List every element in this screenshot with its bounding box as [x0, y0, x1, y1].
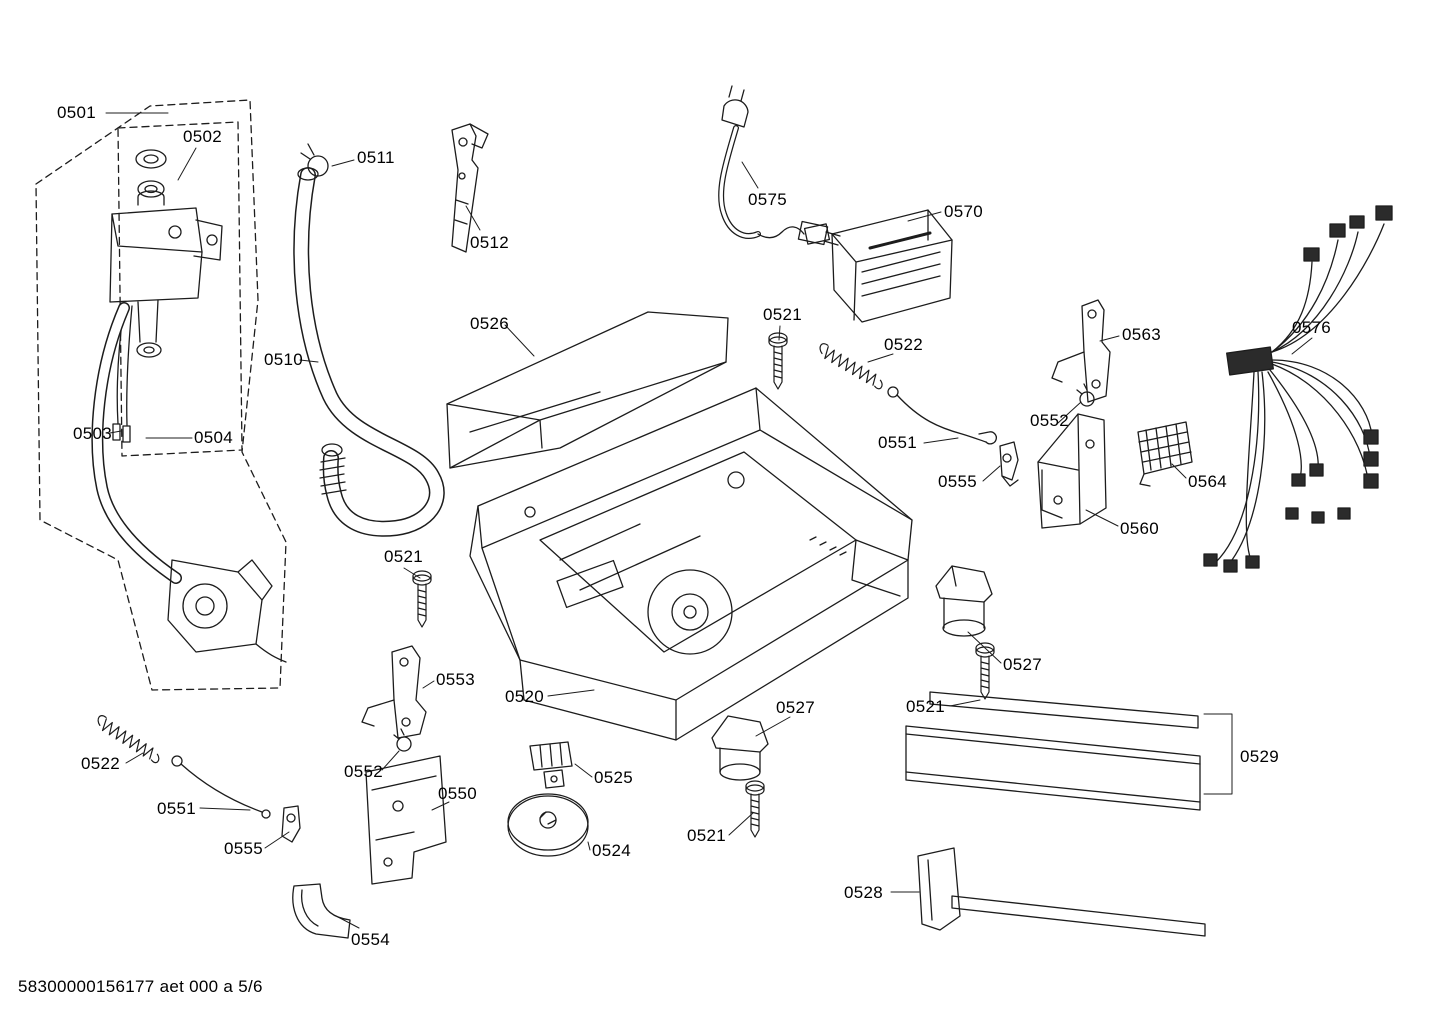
part-label-0563: 0563 [1122, 325, 1162, 344]
part-label-0570: 0570 [944, 202, 984, 221]
part-label-0576: 0576 [1292, 318, 1332, 337]
inlet-hose-drawing [293, 167, 445, 537]
bracket-0550-drawing [365, 755, 447, 885]
part-label-0564: 0564 [1188, 472, 1228, 491]
plinth-panels-drawing [905, 691, 1206, 937]
control-module-drawing [803, 209, 953, 323]
base-cover-drawing [446, 311, 729, 469]
latch-0555-right [999, 441, 1019, 487]
module-0564-drawing [1137, 421, 1193, 487]
part-label-0526: 0526 [470, 314, 510, 333]
aquastop-assembly-boundary [35, 99, 287, 691]
mounting-rail-0512-drawing [451, 123, 489, 253]
part-label-0529: 0529 [1240, 747, 1280, 766]
part-label-0552-left: 0552 [344, 762, 384, 781]
part-label-0503: 0503 [73, 424, 113, 443]
part-label-0552-right: 0552 [1030, 411, 1070, 430]
wiring-harness-drawing [1203, 205, 1393, 573]
part-label-0511: 0511 [357, 148, 395, 167]
part-label-0522-left: 0522 [81, 754, 121, 773]
part-label-0551-right: 0551 [878, 433, 918, 452]
foot-0527-right [935, 565, 993, 637]
part-label-0512: 0512 [470, 233, 510, 252]
screw-0521-top [768, 332, 788, 390]
latch-0555-left [281, 805, 301, 843]
cord-0551-right [887, 386, 997, 445]
part-label-0555-right: 0555 [938, 472, 978, 491]
document-number: 58300000156177 aet 000 a 5/6 [18, 977, 263, 996]
power-cord-drawing [718, 85, 841, 246]
part-label-0502: 0502 [183, 127, 223, 146]
aquastop-valve-drawing [109, 149, 223, 443]
part-label-0553: 0553 [436, 670, 476, 689]
part-label-0554: 0554 [351, 930, 391, 949]
part-label-0521-bottom: 0521 [687, 826, 727, 845]
part-label-0550: 0550 [438, 784, 478, 803]
leader-lines [105, 112, 1313, 929]
bracket-0563-drawing [1051, 299, 1111, 403]
screw-0521-right [975, 642, 995, 700]
base-assembly-drawing [469, 387, 913, 741]
part-label-0522-right: 0522 [884, 335, 924, 354]
part-label-0501: 0501 [57, 103, 97, 122]
spring-0522-right [815, 341, 887, 391]
cord-0551-left [171, 755, 271, 819]
part-label-0528: 0528 [844, 883, 884, 902]
part-label-0575: 0575 [748, 190, 788, 209]
part-label-0504: 0504 [194, 428, 234, 447]
hose-clamp-drawing [300, 143, 329, 177]
part-label-0510: 0510 [264, 350, 304, 369]
clip-0552-left [393, 728, 412, 752]
screw-0521-left [412, 570, 432, 628]
disc-0524-drawing [507, 793, 589, 857]
part-label-0555-left: 0555 [224, 839, 264, 858]
part-label-0560: 0560 [1120, 519, 1160, 538]
screw-0521-bottom [745, 780, 765, 838]
bracket-0560-drawing [1037, 413, 1107, 529]
part-label-0521-left: 0521 [384, 547, 424, 566]
bracket-0554-drawing [292, 883, 351, 939]
part-label-0521-top: 0521 [763, 305, 803, 324]
part-label-0521-right: 0521 [906, 697, 946, 716]
part-label-0527-right: 0527 [1003, 655, 1043, 674]
part-0525-drawing [529, 741, 573, 789]
foot-0527-bottom [711, 715, 769, 781]
part-label-0527-bottom: 0527 [776, 698, 816, 717]
part-label-0551-left: 0551 [157, 799, 197, 818]
part-label-0520: 0520 [505, 687, 545, 706]
drain-hose-assembly-drawing [91, 302, 287, 663]
bracket-0553-drawing [361, 645, 427, 739]
part-label-0524: 0524 [592, 841, 632, 860]
part-label-0525: 0525 [594, 768, 634, 787]
